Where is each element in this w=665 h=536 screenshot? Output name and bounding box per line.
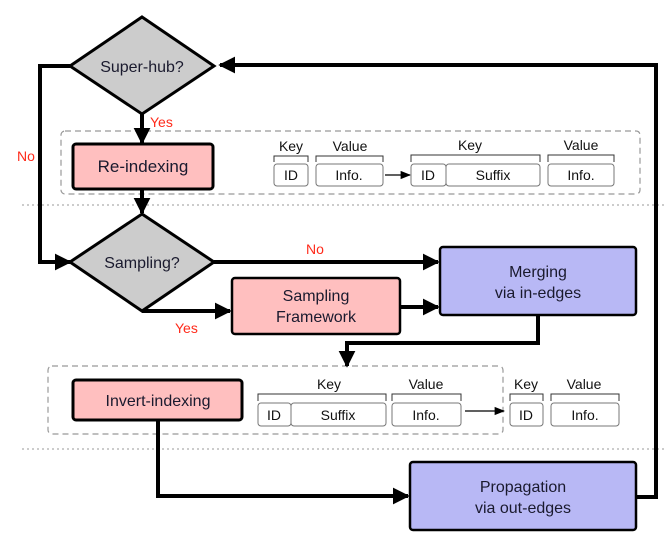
reindex-before-value-label: Value bbox=[333, 138, 368, 154]
key-bracket bbox=[257, 393, 387, 401]
field-info bbox=[550, 402, 620, 427]
value-bracket bbox=[391, 393, 462, 401]
invert-after-key-label: Key bbox=[514, 376, 538, 392]
invert-schema-before: Key ID Suffix Value Info. bbox=[257, 376, 462, 427]
reindex-after-info: Info. bbox=[567, 167, 594, 183]
merging-node: Merging via in-edges bbox=[438, 245, 638, 317]
invert-before-value-label: Value bbox=[409, 376, 444, 392]
invert-group-box bbox=[47, 365, 504, 435]
invert-before-id: ID bbox=[267, 407, 281, 423]
propagation-line-2: via out-edges bbox=[475, 500, 571, 517]
reindex-before-key-label: Key bbox=[279, 138, 303, 154]
key-bracket bbox=[410, 154, 541, 162]
invert-indexing-node: Invert-indexing bbox=[71, 378, 244, 422]
key-bracket bbox=[509, 393, 544, 401]
reindexing-node: Re-indexing bbox=[71, 142, 215, 191]
invert-after-id: ID bbox=[519, 407, 533, 423]
invert-indexing-label: Invert-indexing bbox=[106, 393, 211, 410]
key-bracket bbox=[273, 155, 309, 162]
field-info bbox=[547, 163, 615, 187]
field-info bbox=[315, 163, 384, 187]
edge-propagation-to-superhub bbox=[218, 56, 658, 499]
edge-superhub-no bbox=[38, 64, 72, 271]
field-id bbox=[509, 402, 544, 427]
field-info bbox=[391, 402, 462, 427]
sampling-framework-line-1: Sampling bbox=[283, 288, 350, 305]
reindex-before-info: Info. bbox=[335, 167, 362, 183]
invert-after-value-label: Value bbox=[567, 376, 602, 392]
field-suffix bbox=[445, 163, 541, 187]
reindex-after-value-label: Value bbox=[564, 137, 599, 153]
superhub-yes-label: Yes bbox=[150, 114, 173, 130]
invert-before-key-label: Key bbox=[317, 376, 341, 392]
reindex-after-key-label: Key bbox=[458, 137, 482, 153]
invert-schema-after: Key ID Value Info. bbox=[509, 376, 620, 427]
sampling-decision-label: Sampling? bbox=[104, 255, 180, 272]
value-bracket bbox=[315, 155, 384, 162]
reindex-before-id: ID bbox=[284, 167, 298, 183]
superhub-no-label: No bbox=[17, 148, 35, 164]
reindex-schema-after: Key ID Suffix Value Info. bbox=[410, 137, 615, 187]
edge-invert-to-propagation bbox=[156, 420, 410, 505]
sampling-yes-label: Yes bbox=[175, 320, 198, 336]
merging-line-2: via in-edges bbox=[495, 285, 581, 302]
superhub-decision: Super-hub? bbox=[67, 15, 217, 116]
propagation-line-1: Propagation bbox=[480, 479, 566, 496]
sampling-framework-node: Sampling Framework bbox=[230, 276, 402, 336]
value-bracket bbox=[547, 154, 615, 162]
invert-before-suffix: Suffix bbox=[321, 407, 356, 423]
reindex-after-id: ID bbox=[421, 167, 435, 183]
reindex-group-box bbox=[60, 130, 641, 195]
sampling-framework-line-2: Framework bbox=[276, 309, 357, 326]
reindex-schema-before: Key ID Value Info. bbox=[273, 138, 384, 187]
sampling-decision: Sampling? bbox=[67, 212, 217, 313]
value-bracket bbox=[550, 393, 620, 401]
reindex-after-suffix: Suffix bbox=[476, 167, 511, 183]
invert-after-info: Info. bbox=[571, 407, 598, 423]
merging-line-1: Merging bbox=[509, 264, 567, 281]
propagation-node: Propagation via out-edges bbox=[408, 460, 638, 532]
field-id bbox=[273, 163, 309, 187]
superhub-label: Super-hub? bbox=[100, 59, 184, 76]
reindexing-label: Re-indexing bbox=[98, 157, 189, 176]
edge-merging-to-invert bbox=[338, 315, 540, 368]
sampling-no-label: No bbox=[306, 241, 324, 257]
invert-before-info: Info. bbox=[412, 407, 439, 423]
field-suffix bbox=[290, 402, 387, 427]
